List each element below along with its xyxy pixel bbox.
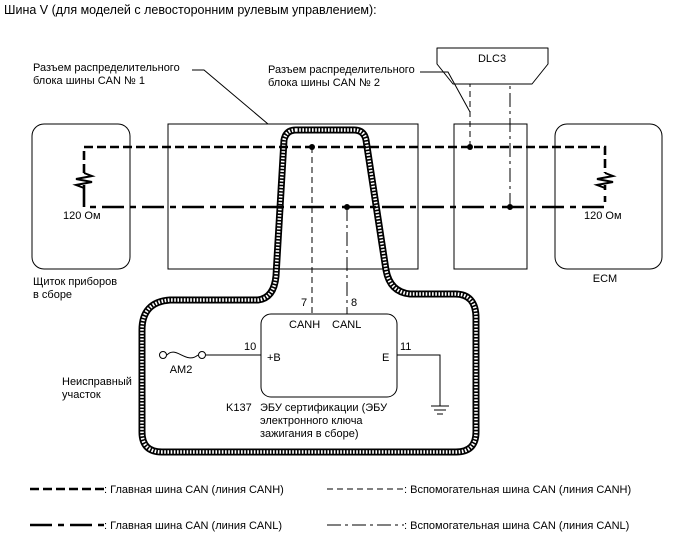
legend-main-canl-text: : Главная шина CAN (линия CANL) — [104, 520, 282, 532]
faulty-area-label-line2: участок — [62, 389, 101, 401]
canh-pin-label: CANH — [289, 319, 320, 331]
fuse-terminal-left — [159, 351, 167, 359]
e-pin-label: E — [382, 352, 389, 364]
ecu-name-line1: ЭБУ сертификации (ЭБУ — [260, 402, 388, 414]
junction1-label-line2: блока шины CAN № 1 — [33, 75, 145, 87]
main-canh-line — [82, 145, 607, 173]
canl-pin-label: CANL — [332, 319, 361, 331]
junction2-label-line1: Разъем распределительного — [268, 64, 415, 76]
ecu-name-line2: электронного ключа — [260, 415, 363, 427]
ecu-name-line3: зажигания в сборе) — [260, 428, 359, 440]
junction-connector-2-box — [453, 123, 528, 270]
junction1-label-line1: Разъем распределительного — [33, 62, 180, 74]
legend-aux-canl-text: : Вспомогательная шина CAN (линия CANL) — [404, 520, 629, 532]
certification-ecu-box — [260, 313, 398, 398]
dlc3-label: DLC3 — [478, 53, 506, 65]
legend-aux-canh-text: : Вспомогательная шина CAN (линия CANH) — [404, 484, 631, 496]
resistor-right-label: 120 Ом — [584, 210, 622, 222]
ecm-box — [554, 123, 663, 270]
junction-dot — [507, 204, 513, 210]
ground-icon — [431, 405, 449, 415]
diagram-title: Шина V (для моделей с левосторонним руле… — [4, 3, 377, 17]
junction-connector-1-box — [167, 123, 419, 270]
fuse-icon — [166, 351, 199, 359]
legend-main-canh-text: : Главная шина CAN (линия CANH) — [104, 484, 284, 496]
junction-dot — [344, 204, 350, 210]
cluster-label-line2: в сборе — [33, 289, 72, 301]
pin8-label: 8 — [351, 297, 357, 309]
faulty-area-boundary — [138, 126, 480, 456]
ground-wire — [397, 354, 441, 406]
junction2-label-line2: блока шины CAN № 2 — [268, 77, 380, 89]
pin7-label: 7 — [301, 297, 307, 309]
junction-dot — [467, 144, 473, 150]
legend: : Главная шина CAN (линия CANH) : Вспомо… — [30, 484, 631, 532]
junction2-leader-line — [420, 71, 471, 113]
combination-meter-box — [31, 123, 131, 270]
pin10-label: 10 — [244, 341, 256, 353]
faulty-area-label-line1: Неисправный — [62, 376, 132, 388]
ecm-label: ECM — [593, 273, 617, 285]
junction1-leader-line — [192, 69, 269, 125]
junction-dot — [309, 144, 315, 150]
ecu-code-label: K137 — [226, 402, 252, 414]
pin11-label: 11 — [400, 341, 411, 353]
am2-fuse-label: AM2 — [170, 364, 193, 376]
fuse-terminal-right — [198, 351, 206, 359]
resistor-left-label: 120 Ом — [63, 210, 101, 222]
terminating-resistor-right — [593, 172, 617, 189]
cluster-label-line1: Щиток приборов — [33, 276, 117, 288]
dlc3-connector-shape — [436, 47, 549, 85]
terminating-resistor-left — [72, 172, 96, 189]
plus-b-pin-label: +B — [267, 352, 281, 364]
